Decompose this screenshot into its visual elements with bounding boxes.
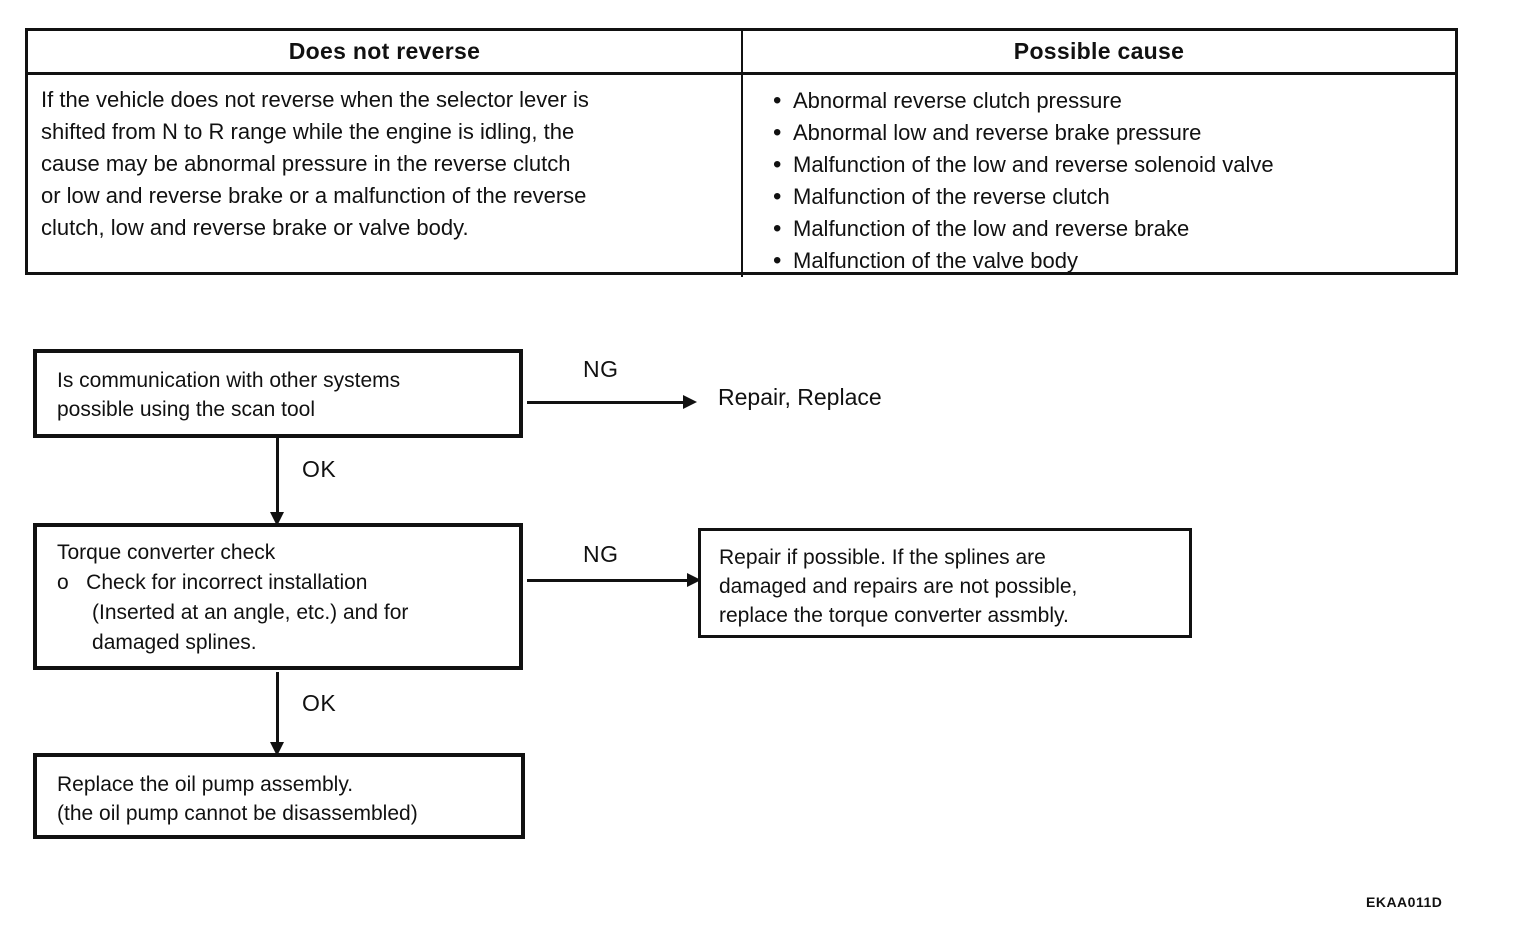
ok-connector-line-2 — [276, 672, 279, 744]
symptom-cause-table: Does not reverse Possible cause If the v… — [25, 28, 1458, 277]
cause-list-cell: Abnormal reverse clutch pressure Abnorma… — [743, 75, 1455, 277]
cause-item: Abnormal reverse clutch pressure — [773, 85, 1455, 117]
flow-step-replace-oil-pump: Replace the oil pump assembly. (the oil … — [33, 753, 525, 839]
flow-result-repair-or-replace-converter: Repair if possible. If the splines are d… — [698, 528, 1192, 638]
symptom-column-header: Does not reverse — [28, 31, 743, 75]
arrow-right-icon — [683, 395, 697, 409]
cause-column-header: Possible cause — [743, 31, 1455, 75]
cause-item: Malfunction of the reverse clutch — [773, 181, 1455, 213]
symptom-description: If the vehicle does not reverse when the… — [28, 75, 743, 277]
figure-reference-code: EKAA011D — [1366, 894, 1443, 910]
arrow-right-icon — [687, 573, 701, 587]
ok-connector-line-1 — [276, 438, 279, 514]
cause-item: Malfunction of the low and reverse solen… — [773, 149, 1455, 181]
flow-step-torque-converter-check: Torque converter check o Check for incor… — [33, 523, 523, 670]
cause-item: Malfunction of the valve body — [773, 245, 1455, 277]
cause-list: Abnormal reverse clutch pressure Abnorma… — [743, 85, 1455, 277]
ok-branch-label-2: OK — [302, 690, 337, 716]
cause-item: Abnormal low and reverse brake pressure — [773, 117, 1455, 149]
flow-step-scan-tool-check: Is communication with other systems poss… — [33, 349, 523, 438]
ng-branch-label-2: NG — [583, 541, 619, 567]
ng-branch-label-1: NG — [583, 356, 619, 382]
arrow-down-icon — [270, 512, 284, 526]
ng-connector-line-2 — [527, 579, 688, 582]
ng-connector-line-1 — [527, 401, 684, 404]
ok-branch-label-1: OK — [302, 456, 337, 482]
cause-item: Malfunction of the low and reverse brake — [773, 213, 1455, 245]
arrow-down-icon — [270, 742, 284, 756]
ng-result-repair-replace: Repair, Replace — [718, 384, 882, 410]
